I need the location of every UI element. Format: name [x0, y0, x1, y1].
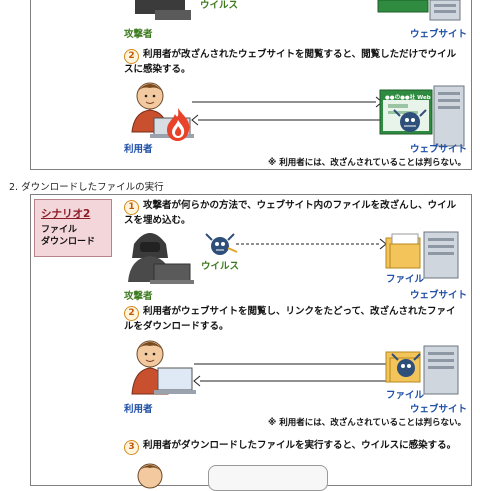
infected-file-server-illustration — [385, 345, 459, 395]
request-arrow — [192, 96, 383, 108]
request-arrow-2 — [194, 358, 395, 370]
user-illustration-3 — [137, 463, 163, 489]
scenario-badge: シナリオ2 ファイル ダウンロード — [34, 199, 112, 257]
execute-file-box — [208, 465, 328, 491]
server-icon — [377, 0, 461, 21]
scenario-sub2: ダウンロード — [41, 237, 96, 247]
scenario-title: シナリオ2 — [41, 208, 91, 220]
attacker-label: 攻撃者 — [124, 29, 153, 40]
virus-label-2: ウイルス — [201, 261, 240, 272]
fire-icon — [167, 108, 190, 141]
attacker-illustration-2 — [128, 233, 194, 284]
download-arrow — [193, 375, 394, 387]
user-label: 利用者 — [124, 144, 153, 155]
virus-label: ウイルス — [200, 0, 239, 11]
user-illustration — [131, 82, 194, 138]
file-server-illustration — [385, 231, 459, 279]
notice-text-2: ※ 利用者には、改ざんされていることは判らない。 — [268, 418, 466, 428]
compromised-website-illustration — [379, 85, 465, 147]
step-number-1: 1 — [124, 200, 139, 215]
user-label-2: 利用者 — [124, 404, 153, 415]
file-label-2: ファイル — [386, 390, 425, 401]
browser-title: ●●の●●社 Web — [385, 95, 431, 101]
scenario1-panel — [30, 0, 472, 170]
response-arrow — [191, 114, 382, 126]
step-number-2b: 2 — [124, 306, 139, 321]
website-label: ウェブサイト — [410, 29, 468, 40]
website-label-2: ウェブサイト — [410, 144, 468, 155]
attacker-illustration — [135, 0, 191, 20]
website-label-3: ウェブサイト — [410, 290, 468, 301]
user-illustration-2 — [131, 340, 196, 395]
attacker-label-2: 攻撃者 — [124, 291, 153, 302]
step-number-3: 3 — [124, 440, 139, 455]
notice-text: ※ 利用者には、改ざんされていることは判らない。 — [268, 158, 466, 168]
attack-arrow — [236, 238, 387, 250]
file-label: ファイル — [386, 274, 425, 285]
section-heading: 2. ダウンロードしたファイルの実行 — [9, 182, 164, 193]
scenario-sub1: ファイル — [41, 225, 78, 235]
virus-icon — [205, 233, 238, 255]
step-number-2: 2 — [124, 49, 139, 64]
website-label-4: ウェブサイト — [410, 404, 468, 415]
